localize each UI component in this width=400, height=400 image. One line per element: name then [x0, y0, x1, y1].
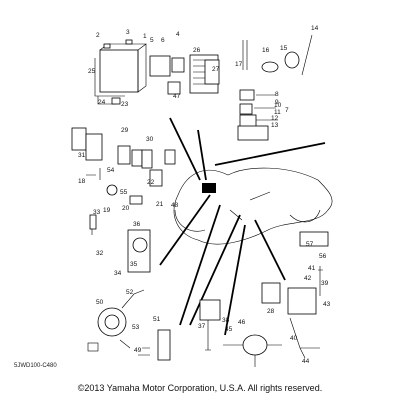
- callout-8: 8: [275, 91, 279, 98]
- callout-35: 35: [130, 261, 138, 268]
- callout-11: 11: [274, 109, 281, 116]
- callout-38: 38: [222, 317, 230, 324]
- relay-cluster-drawing: [149, 55, 185, 95]
- leader-lines: [159, 117, 326, 336]
- callout-41: 41: [308, 265, 316, 272]
- callout-40: 40: [290, 335, 298, 342]
- callout-14: 14: [311, 25, 319, 32]
- fuse-box-drawing: [237, 89, 278, 141]
- regulator-drawing: [189, 54, 220, 94]
- callout-33: 33: [93, 209, 101, 216]
- callout-52: 52: [126, 289, 134, 296]
- callout-44: 44: [302, 358, 310, 365]
- callout-48: 48: [171, 202, 179, 209]
- callout-34: 34: [114, 270, 122, 277]
- callout-10: 10: [274, 102, 282, 109]
- callout-30: 30: [146, 136, 154, 143]
- code-label-box: [87, 342, 99, 352]
- callout-1: 1: [143, 33, 147, 40]
- callout-31: 31: [78, 152, 86, 159]
- callout-12: 12: [271, 115, 279, 122]
- handle-switch-drawing: [138, 329, 171, 361]
- callout-32: 32: [96, 250, 104, 257]
- callout-54: 54: [107, 167, 115, 174]
- callout-29: 29: [121, 127, 129, 134]
- callout-45: 45: [225, 326, 233, 333]
- callout-24: 24: [98, 99, 106, 106]
- callout-3: 3: [126, 29, 130, 36]
- callout-56: 56: [319, 253, 327, 260]
- callout-22: 22: [147, 179, 155, 186]
- ignition-switch-drawing: [89, 214, 151, 273]
- callout-2: 2: [96, 32, 100, 39]
- callout-26: 26: [193, 47, 201, 54]
- callout-27: 27: [212, 66, 220, 73]
- switch-assembly-drawing: [199, 299, 282, 367]
- callout-6: 6: [161, 37, 165, 44]
- callout-15: 15: [280, 45, 288, 52]
- callout-57: 57: [306, 241, 314, 248]
- callout-labels: 1 2 3 4 5 6 7 8 9 10 11 12 13 14 15 16 1…: [78, 25, 331, 365]
- callout-4: 4: [176, 31, 180, 38]
- horn-drawing: [97, 289, 145, 349]
- callout-7: 7: [285, 107, 289, 114]
- sensor-parts-drawing: [242, 34, 313, 76]
- callout-28: 28: [267, 308, 275, 315]
- callout-50: 50: [96, 299, 104, 306]
- callout-13: 13: [271, 122, 279, 129]
- callout-16: 16: [262, 47, 270, 54]
- relay-unit-drawing: [71, 127, 176, 205]
- callout-37: 37: [198, 323, 206, 330]
- motorcycle-outline: [173, 167, 333, 245]
- callout-19: 19: [103, 207, 111, 214]
- battery-drawing: [94, 39, 147, 105]
- callout-18: 18: [78, 178, 86, 185]
- diagram-code: 5JWD100-C480: [14, 363, 57, 369]
- callout-51: 51: [153, 316, 161, 323]
- callout-46: 46: [238, 319, 246, 326]
- callout-36: 36: [133, 221, 141, 228]
- callout-39: 39: [321, 280, 329, 287]
- callout-49: 49: [134, 347, 142, 354]
- callout-42: 42: [304, 275, 312, 282]
- callout-9: 9: [275, 99, 279, 106]
- callout-55: 55: [120, 189, 128, 196]
- callout-47: 47: [173, 93, 181, 100]
- callout-53: 53: [132, 324, 140, 331]
- callout-5: 5: [150, 37, 154, 44]
- starter-relay-drawing: [261, 231, 329, 359]
- callout-43: 43: [323, 301, 331, 308]
- callout-20: 20: [122, 205, 130, 212]
- callout-23: 23: [121, 101, 129, 108]
- callout-17: 17: [235, 61, 243, 68]
- callout-21: 21: [156, 201, 164, 208]
- copyright-notice: ©2013 Yamaha Motor Corporation, U.S.A. A…: [77, 383, 323, 393]
- callout-25: 25: [88, 68, 96, 75]
